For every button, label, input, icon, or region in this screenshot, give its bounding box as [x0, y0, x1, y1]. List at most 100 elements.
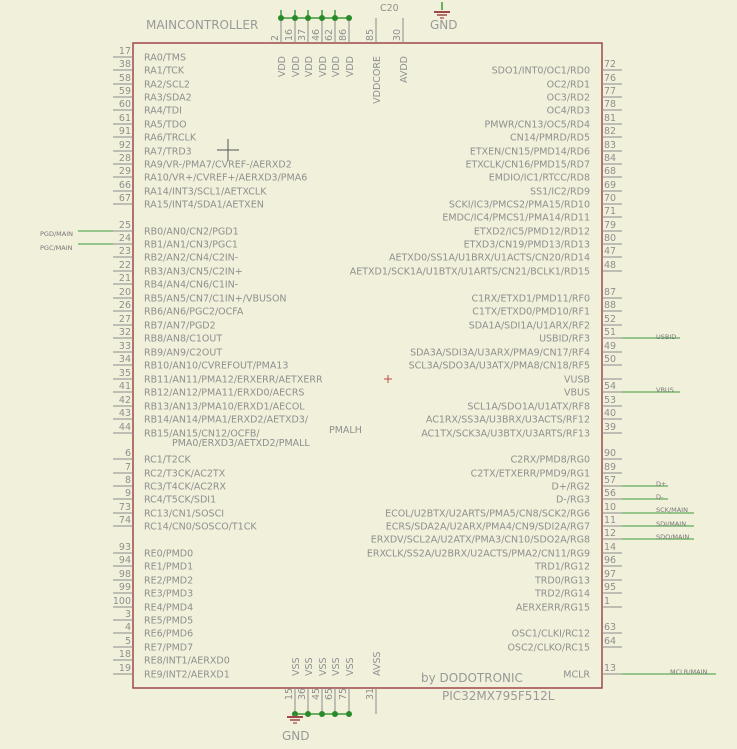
pin-number: 87 [604, 287, 616, 298]
pin-number: 42 [119, 395, 131, 406]
pin-number: 65 [324, 688, 335, 700]
pin-number: 1 [604, 596, 610, 607]
pin-number: 61 [119, 113, 131, 124]
pin-number: 26 [119, 300, 131, 311]
pin-name: VBUS [564, 388, 590, 399]
gnd-top-label: GND [430, 18, 458, 32]
pin-name: AETXD1/SCK1A/U1BTX/U1ARTS/CN21/BCLK1/RD1… [350, 267, 590, 278]
pin-number: 31 [365, 688, 376, 700]
pin-number: 83 [604, 140, 616, 151]
pin-name: VSS [291, 657, 302, 676]
pin-name: RB12/AN12/PMA11/ERXD0/AECRS [144, 388, 304, 399]
pin-name: RB7/AN7/PGD2 [144, 321, 216, 332]
pin-name: ECRS/SDA2A/U2ARX/PMA4/CN9/SDI2A/RG7 [386, 522, 590, 533]
pin-name: VDD [331, 56, 342, 77]
pin-name: ERXDV/SCL2A/U2ATX/PMA3/CN10/SDO2A/RG8 [371, 535, 590, 546]
wires [78, 2, 716, 717]
pin-name: ETXD3/CN19/PMD13/RD13 [464, 240, 590, 251]
net-label-usbid: USBID [656, 333, 676, 341]
net-label-dplus: D+ [656, 480, 666, 488]
net-label-vbus: VBUS [656, 386, 674, 394]
pin-number: 60 [119, 99, 131, 110]
pin-name: RE2/PMD2 [144, 576, 193, 587]
pin-name: RB11/AN11/PMA12/ERXERR/AETXERR [144, 375, 323, 386]
pin-number: 72 [604, 59, 616, 70]
pin-name: RA1/TCK [144, 66, 185, 77]
junction-dot [305, 15, 311, 21]
pin-name: AC1RX/SS3A/U3BRX/U3ACTS/RF12 [426, 415, 590, 426]
pin-number: 59 [119, 86, 131, 97]
pin-name: VSS [304, 657, 315, 676]
pin-name: RE8/INT1/AERXD0 [144, 656, 230, 667]
pin-number: 53 [604, 395, 616, 406]
pin-number: 11 [604, 515, 616, 526]
junction-dot [332, 15, 338, 21]
junction-dot [332, 711, 338, 717]
pin-number: 94 [119, 555, 131, 566]
pin-name: SCL3A/SDO3A/U3ATX/PMA8/CN18/RF5 [409, 361, 590, 372]
pin-number: 35 [119, 368, 131, 379]
pin-number: 99 [119, 582, 131, 593]
pin-name: ETXCLK/CN16/PMD15/RD7 [466, 160, 591, 171]
pin-name: VSS [331, 657, 342, 676]
ground-symbol-icon [287, 716, 303, 724]
pin-name: C1TX/ETXD0/PMD10/RF1 [472, 307, 590, 318]
power-symbols [287, 11, 450, 724]
pin-name: RE9/INT2/AERXD1 [144, 670, 230, 681]
pin-number: 23 [119, 246, 131, 257]
pin-number: 63 [604, 622, 616, 633]
origin-cross-icon [384, 375, 392, 383]
pin-name: RB0/AN0/CN2/PGD1 [144, 227, 239, 238]
pin-name: RB10/AN10/CVREFOUT/PMA13 [144, 361, 288, 372]
pin-name: OC3/RD2 [547, 93, 590, 104]
pin-name: RE1/PMD1 [144, 562, 193, 573]
pin-name: SDA1A/SDI1A/U1ARX/RF2 [469, 321, 590, 332]
junction-dot [278, 15, 284, 21]
junction-dot [305, 711, 311, 717]
pin-number: 2 [270, 35, 281, 41]
pin-number: 95 [604, 582, 616, 593]
pin-lines [113, 18, 622, 714]
pin-number: 76 [604, 73, 616, 84]
pin-name: RE4/PMD4 [144, 603, 193, 614]
junction-dot [319, 15, 325, 21]
pin-name: EMDIO/IC1/RTCC/RD8 [489, 173, 590, 184]
pin-number: 84 [604, 153, 616, 164]
pin-number: 20 [119, 287, 131, 298]
pin-name: TRD2/RG14 [534, 589, 590, 600]
pin-number: 86 [338, 29, 349, 41]
cursor-crosshair-icon [217, 139, 239, 161]
pin-name: AETXD0/SS1A/U1BRX/U1ACTS/CN20/RD14 [389, 253, 590, 264]
pin-name: RC13/CN1/SOSCI [144, 509, 224, 520]
pin-number: 14 [604, 542, 616, 553]
pin-number: 29 [119, 166, 131, 177]
pin-name: RB8/AN8/C1OUT [144, 334, 222, 345]
rb15-continuation: PMA0/ERXD3/AETXD2/PMALL [172, 438, 310, 449]
pin-number: 22 [119, 260, 131, 271]
component-title: MAINCONTROLLER [146, 18, 258, 32]
pin-number: 40 [604, 408, 616, 419]
pin-labels: 17RA0/TMS38RA1/TCK58RA2/SCL259RA3/SDA260… [113, 29, 616, 700]
pin-number: 39 [604, 422, 616, 433]
pin-name: VDD [345, 56, 356, 77]
pin-name: RA4/TDI [144, 106, 182, 117]
pin-name: RA3/SDA2 [144, 93, 192, 104]
pin-number: 51 [604, 327, 616, 338]
pin-number: 21 [119, 273, 131, 284]
pin-name: VDD [277, 56, 288, 77]
pin-name: RA6/TRCLK [144, 133, 197, 144]
pin-name: AC1TX/SCK3A/U3BTX/U3ARTS/RF13 [421, 429, 590, 440]
pin-name: RE5/PMD5 [144, 616, 193, 627]
pin-name: RA10/VR+/CVREF+/AERXD3/PMA6 [144, 173, 307, 184]
pin-number: 41 [119, 381, 131, 392]
pin-number: 34 [119, 354, 131, 365]
gnd-bottom-label: GND [282, 729, 310, 743]
pin-name: RC3/T4CK/AC2RX [144, 482, 227, 493]
pin-name: D+/RG2 [552, 482, 590, 493]
net-label-sdi: SDI/MAIN [656, 520, 686, 528]
pin-name: RB3/AN3/CN5/C2IN+ [144, 267, 243, 278]
pin-name: PMWR/CN13/OC5/RD4 [485, 120, 590, 131]
pin-number: 32 [119, 327, 131, 338]
pin-name: ETXD2/IC5/PMD12/RD12 [474, 227, 590, 238]
